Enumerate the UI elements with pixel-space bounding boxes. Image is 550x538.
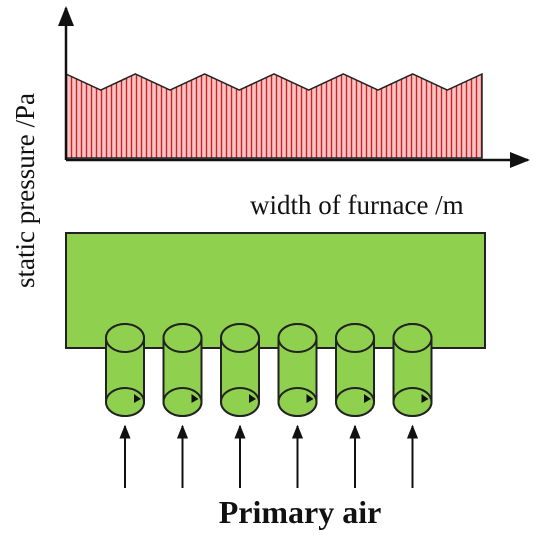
nozzle-top bbox=[162, 323, 203, 353]
nozzle-rotation-mark bbox=[364, 394, 371, 403]
air-arrow-group bbox=[119, 424, 419, 488]
primary-air-nozzle bbox=[277, 323, 318, 417]
nozzle-rotation-mark bbox=[421, 394, 429, 403]
nozzle-outlet bbox=[277, 387, 318, 417]
nozzle-outlet bbox=[335, 387, 375, 417]
nozzle-rotation-mark bbox=[249, 394, 256, 403]
x-axis-label: width of furnace /m bbox=[250, 190, 464, 220]
nozzle-outlet bbox=[220, 387, 260, 417]
nozzle-rotation-mark bbox=[134, 394, 141, 403]
nozzle-outlet bbox=[162, 387, 203, 417]
nozzle-top bbox=[392, 323, 433, 353]
nozzle-group bbox=[105, 323, 433, 417]
primary-air-caption: Primary air bbox=[219, 494, 382, 530]
nozzle-top bbox=[105, 323, 145, 353]
primary-air-nozzle bbox=[220, 323, 260, 417]
nozzle-top bbox=[335, 323, 375, 353]
nozzle-top bbox=[220, 323, 260, 353]
primary-air-nozzle bbox=[162, 323, 203, 417]
nozzle-outlet bbox=[105, 387, 145, 417]
primary-air-nozzle bbox=[392, 323, 433, 417]
primary-air-nozzle bbox=[105, 323, 145, 417]
nozzle-rotation-mark bbox=[191, 394, 199, 403]
pressure-profile-area bbox=[65, 72, 483, 159]
nozzle-rotation-mark bbox=[306, 394, 314, 403]
nozzle-top bbox=[277, 323, 318, 353]
primary-air-nozzle bbox=[335, 323, 375, 417]
y-axis-label: static pressure /Pa bbox=[10, 93, 40, 288]
nozzle-outlet bbox=[392, 387, 433, 417]
